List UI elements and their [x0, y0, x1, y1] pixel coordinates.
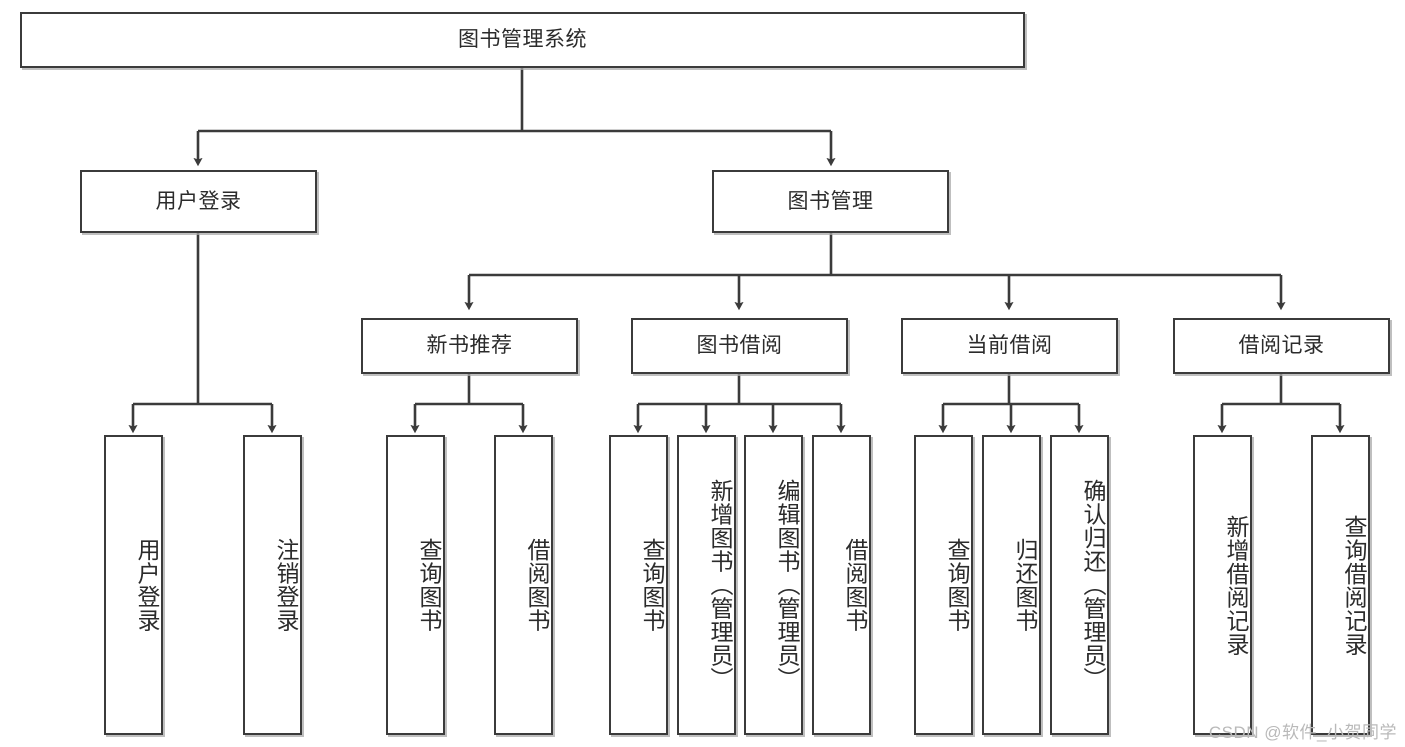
leaf-recommend-query-book[interactable]: 查询图书 [386, 435, 445, 735]
node-label: 图书管理系统 [458, 28, 587, 52]
node-label: 借阅图书 [842, 538, 868, 632]
leaf-borrow-add-book-admin[interactable]: 新增图书（管理员） [677, 435, 736, 735]
node-user-login[interactable]: 用户登录 [80, 170, 317, 233]
leaf-current-confirm-return-admin[interactable]: 确认归还（管理员） [1050, 435, 1109, 735]
leaf-record-add-record[interactable]: 新增借阅记录 [1193, 435, 1252, 735]
node-label: 归还图书 [1012, 538, 1038, 632]
node-label: 新书推荐 [426, 334, 513, 358]
node-current-borrow[interactable]: 当前借阅 [901, 318, 1118, 374]
node-label: 新增借阅记录 [1223, 514, 1249, 656]
node-borrow-record[interactable]: 借阅记录 [1173, 318, 1390, 374]
node-label: 借阅记录 [1238, 334, 1325, 358]
node-new-book-recommend[interactable]: 新书推荐 [361, 318, 578, 374]
node-book-borrow[interactable]: 图书借阅 [631, 318, 848, 374]
csdn-watermark: CSDN @软件_小贺同学 [1208, 723, 1397, 742]
leaf-user-login-login[interactable]: 用户登录 [104, 435, 163, 735]
node-label: 查询借阅记录 [1341, 514, 1367, 656]
node-label: 借阅图书 [524, 538, 550, 632]
node-label: 确认归还（管理员） [1080, 479, 1106, 691]
leaf-current-return-book[interactable]: 归还图书 [982, 435, 1041, 735]
node-label: 注销登录 [273, 538, 299, 632]
node-label: 图书借阅 [696, 334, 783, 358]
node-label: 查询图书 [944, 538, 970, 632]
node-book-management[interactable]: 图书管理 [712, 170, 949, 233]
leaf-current-query-book[interactable]: 查询图书 [914, 435, 973, 735]
node-label: 用户登录 [155, 189, 242, 213]
node-root-system[interactable]: 图书管理系统 [20, 12, 1025, 68]
leaf-borrow-query-book[interactable]: 查询图书 [609, 435, 668, 735]
leaf-borrow-edit-book-admin[interactable]: 编辑图书（管理员） [744, 435, 803, 735]
node-label: 查询图书 [639, 538, 665, 632]
node-label: 编辑图书（管理员） [774, 479, 800, 691]
node-label: 图书管理 [787, 189, 874, 213]
node-label: 新增图书（管理员） [707, 479, 733, 691]
leaf-record-query-record[interactable]: 查询借阅记录 [1311, 435, 1370, 735]
node-label: 查询图书 [416, 538, 442, 632]
node-label: 用户登录 [134, 538, 160, 632]
leaf-recommend-borrow-book[interactable]: 借阅图书 [494, 435, 553, 735]
leaf-borrow-borrow-book[interactable]: 借阅图书 [812, 435, 871, 735]
leaf-user-login-logout[interactable]: 注销登录 [243, 435, 302, 735]
node-label: 当前借阅 [966, 334, 1053, 358]
